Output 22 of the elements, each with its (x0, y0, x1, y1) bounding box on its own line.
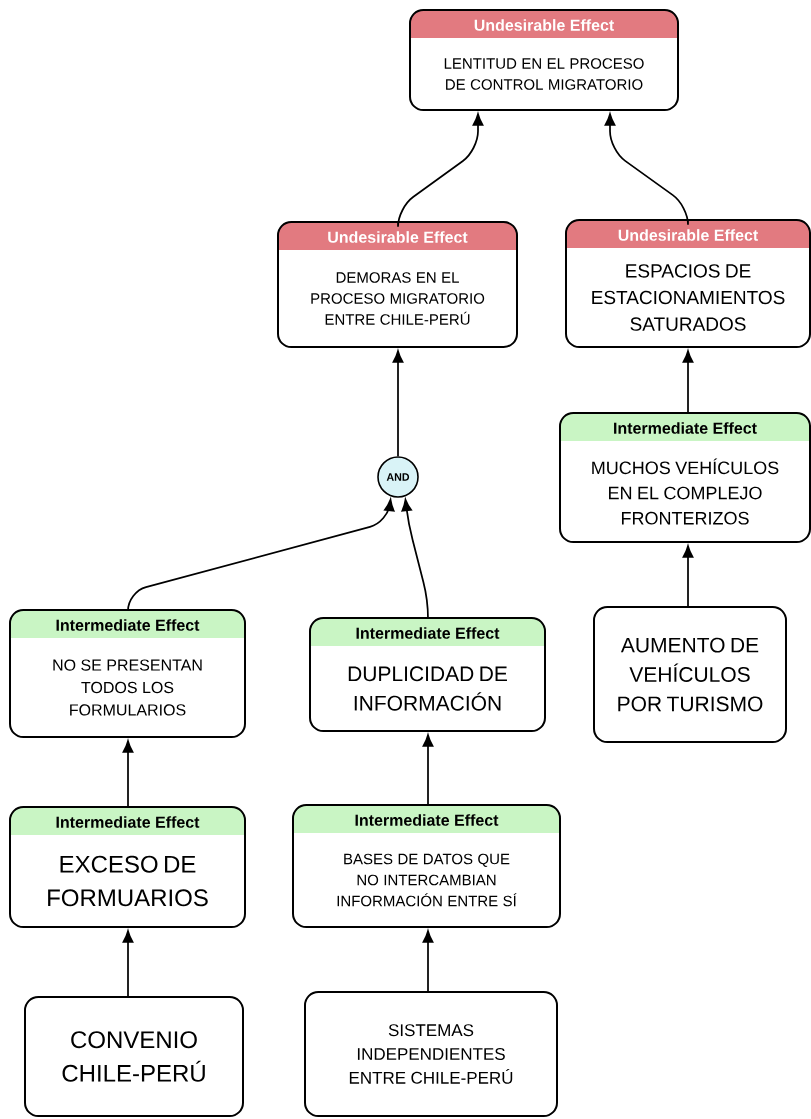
arrow (397, 113, 484, 228)
effect-box: Intermediate Effect EXCESO DE FORMUARIOS (9, 806, 246, 928)
effect-box: CONVENIO CHILE-PERÚ (24, 996, 244, 1117)
arrow (127, 498, 395, 612)
effect-box: Undesirable Effect DEMORAS EN EL PROCESO MIGRATORIO ENTRE CHILE-PERÚ (277, 221, 518, 348)
effect-box: Intermediate Effect NO SE PRESENTAN TODOS LOS FORMULARIOS (9, 609, 246, 738)
arrow (122, 740, 134, 807)
effect-box: Intermediate Effect BASES DE DATOS QUE NO INTERCAMBIAN INFORMACIÓN ENTRE SÍ (292, 804, 561, 928)
effect-box: AUMENTO DE VEHÍCULOS POR TURISMO (593, 606, 787, 743)
effect-box: SISTEMAS INDEPENDIENTES ENTRE CHILE-PERÚ (304, 991, 558, 1117)
arrow (682, 545, 694, 607)
effect-box: Undesirable Effect ESPACIOS DE ESTACIONAMIENTOS SATURADOS (565, 219, 811, 348)
arrow (122, 930, 134, 997)
effect-box: Intermediate Effect MUCHOS VEHÍCULOS EN EL COMPLEJO FRONTERIZOS (559, 412, 811, 543)
arrow (604, 113, 689, 226)
arrow (422, 930, 434, 992)
effect-box: Intermediate Effect DUPLICIDAD DE INFORMACIÓN (309, 617, 546, 732)
arrow (682, 350, 694, 413)
arrow (422, 734, 434, 805)
arrow (401, 498, 429, 620)
arrow (392, 350, 404, 458)
effect-box: Undesirable Effect LENTITUD EN EL PROCESO DE CONTROL MIGRATORIO (409, 9, 679, 111)
